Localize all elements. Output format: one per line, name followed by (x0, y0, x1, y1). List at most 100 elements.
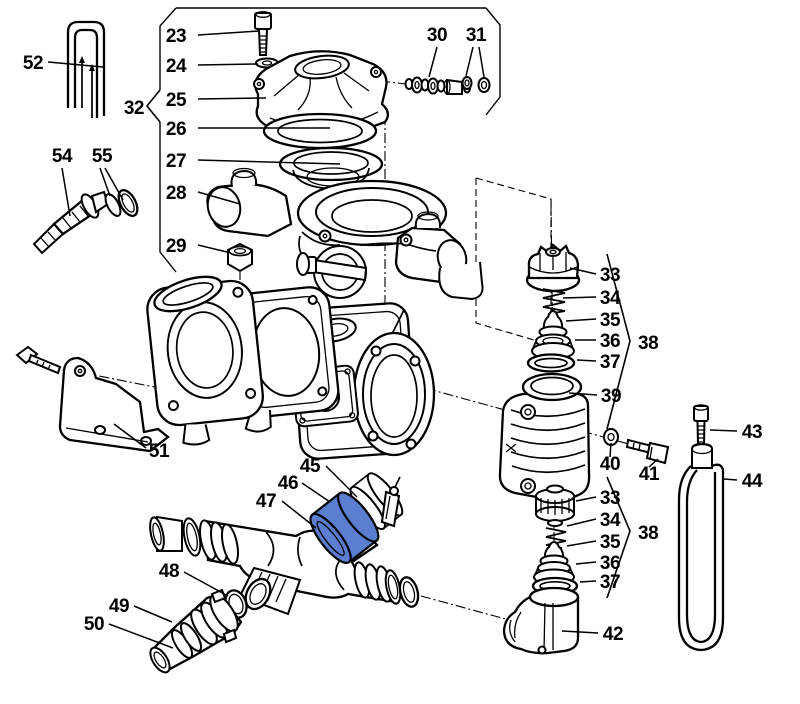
leader-line-52 (47, 61, 104, 68)
part-label-34: 34 (600, 510, 621, 531)
leader-line-29 (197, 244, 228, 253)
leader-line-28 (197, 191, 241, 205)
valve-pin-assembly-30 (404, 76, 471, 95)
leader-line-55 (104, 167, 124, 201)
leader-line-24 (197, 63, 259, 66)
leader-line-46 (301, 482, 331, 503)
strap-loop-44 (677, 442, 725, 652)
leader-line-37 (579, 580, 597, 583)
leader-line-48 (183, 571, 229, 597)
valve-spring-34 (542, 288, 566, 315)
part-label-27: 27 (166, 151, 186, 172)
leader-line-33 (575, 496, 597, 502)
wire-clip-52 (66, 20, 106, 118)
part-label-52: 52 (23, 53, 43, 74)
leader-line-31 (465, 46, 474, 77)
o-rings-55 (104, 188, 139, 218)
bolt-23 (254, 11, 272, 56)
pump-head-body-28 (206, 167, 484, 301)
bolt-43 (693, 404, 709, 446)
valve-cage-33 (525, 243, 581, 293)
part-label-50: 50 (84, 614, 104, 635)
part-label-48: 48 (159, 561, 179, 582)
elbow-hose-fitting-54 (32, 190, 110, 255)
group-bracket-32 (145, 89, 161, 123)
pump-head-cover-25 (253, 50, 390, 139)
part-label-31: 31 (466, 25, 487, 46)
part-label-54: 54 (52, 146, 73, 167)
diaphragm-ring-26 (262, 112, 378, 150)
leader-line-35 (566, 540, 597, 547)
leader-line-45 (325, 465, 358, 498)
leader-line-39 (568, 392, 598, 396)
leader-line-54 (61, 167, 71, 217)
bolt-41 (625, 438, 670, 465)
rear-flange-cup (146, 275, 264, 446)
group-label-32: 32 (124, 98, 144, 119)
valve-housing-39 (498, 372, 591, 501)
leader-line-37 (576, 359, 597, 362)
leader-line-31 (478, 46, 485, 78)
leader-line-30 (428, 46, 438, 78)
leader-line-23 (197, 30, 260, 36)
group-label-38: 38 (638, 333, 658, 354)
leader-line-25 (197, 97, 267, 100)
part-label-35: 35 (600, 310, 621, 331)
leader-line-50 (108, 623, 174, 649)
group-32-frame (159, 7, 501, 273)
leader-line-36 (575, 561, 597, 565)
part-label-37: 37 (600, 352, 620, 373)
part-label-33: 33 (600, 488, 620, 509)
elbow-fitting-42 (502, 586, 580, 655)
part-label-35: 35 (600, 532, 621, 553)
part-label-42: 42 (603, 624, 623, 645)
part-label-49: 49 (109, 596, 129, 617)
part-label-40: 40 (600, 454, 620, 475)
clamp-ring-45 (349, 472, 404, 530)
part-label-36: 36 (600, 553, 620, 574)
valve-cage-33-lower (535, 484, 575, 527)
o-ring-37 (526, 353, 576, 373)
o-rings-31 (461, 76, 491, 93)
leader-line-41 (648, 458, 659, 468)
bracket-bolt (15, 345, 62, 375)
leader-line-51 (113, 423, 147, 449)
part-label-55: 55 (92, 146, 113, 167)
group-bracket-38 (606, 253, 631, 430)
part-label-33: 33 (600, 265, 620, 286)
part-label-23: 23 (166, 26, 186, 47)
leader-line-34 (562, 296, 597, 299)
leader-line-40 (609, 442, 612, 458)
leader-line-55 (99, 167, 111, 197)
part-label-44: 44 (742, 471, 763, 492)
group-bracket-38 (606, 476, 631, 599)
nut-29 (227, 242, 253, 273)
leader-line-35 (565, 318, 597, 322)
part-label-25: 25 (166, 90, 187, 111)
leader-line-49 (133, 605, 173, 623)
part-label-28: 28 (166, 183, 186, 204)
leader-line-34 (566, 518, 597, 527)
part-label-26: 26 (166, 119, 186, 140)
part-label-30: 30 (427, 25, 447, 46)
part-label-46: 46 (278, 473, 298, 494)
part-label-37: 37 (600, 572, 620, 593)
part-label-24: 24 (166, 56, 187, 77)
part-label-29: 29 (166, 236, 186, 257)
washer-40 (603, 428, 619, 446)
part-label-41: 41 (639, 464, 660, 485)
part-label-36: 36 (600, 331, 620, 352)
group-label-38: 38 (638, 523, 658, 544)
camlock-fitting-49-50 (149, 588, 243, 674)
leader-line-44 (723, 478, 738, 481)
mounting-bracket-51 (58, 356, 170, 453)
part-label-51: 51 (149, 441, 170, 462)
part-label-43: 43 (742, 422, 762, 443)
leader-line-47 (281, 500, 317, 529)
leader-line-43 (709, 429, 738, 432)
leader-line-33 (569, 267, 597, 275)
leader-line-42 (561, 630, 599, 634)
